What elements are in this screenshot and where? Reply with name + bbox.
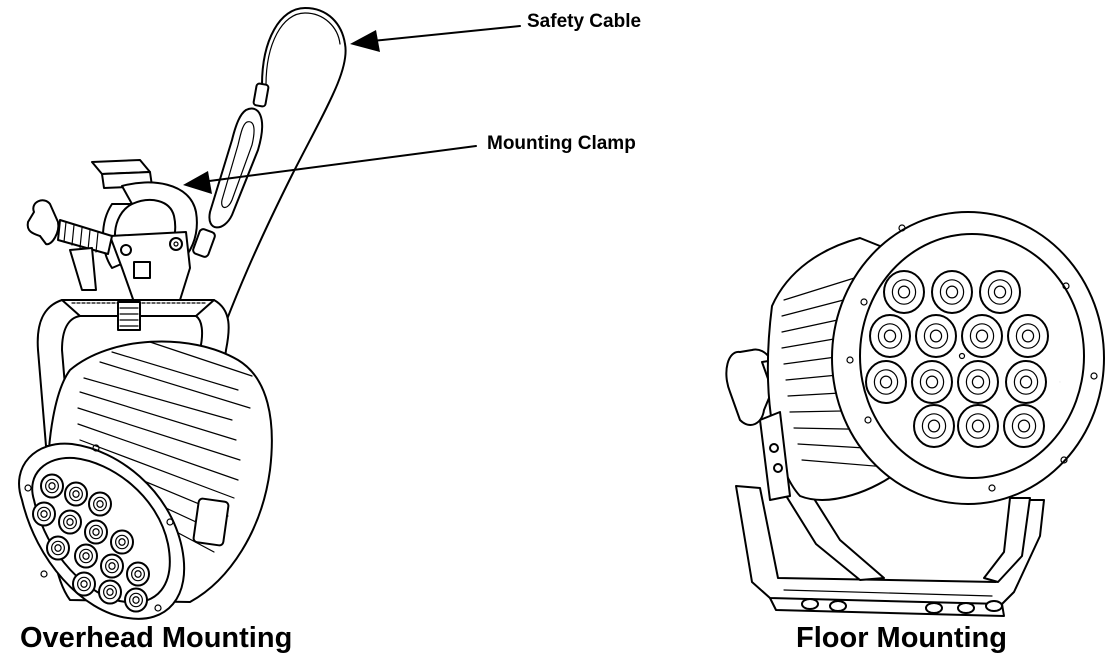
led-lens	[1003, 404, 1045, 448]
floor-mounting-caption: Floor Mounting	[796, 622, 1007, 654]
floor-led-array	[865, 270, 1062, 448]
led-lens	[915, 314, 957, 358]
led-lens	[957, 360, 999, 404]
safety-cable-arrow	[350, 25, 521, 52]
led-lens	[931, 270, 973, 314]
safety-cable	[207, 7, 347, 373]
mounting-clamp-label: Mounting Clamp	[487, 133, 636, 154]
led-lens	[911, 360, 953, 404]
overhead-mounting-caption: Overhead Mounting	[20, 622, 293, 654]
led-lens	[883, 270, 925, 314]
led-lens	[110, 529, 134, 555]
led-lens	[100, 553, 124, 579]
led-lens	[98, 579, 122, 605]
led-lens	[126, 561, 150, 587]
led-lens	[957, 404, 999, 448]
led-lens	[72, 571, 96, 597]
led-lens	[913, 404, 955, 448]
led-lens	[869, 314, 911, 358]
overhead-fixture-drawing	[18, 7, 347, 620]
floor-yoke	[735, 469, 1045, 617]
led-lens	[865, 360, 907, 404]
floor-fixture-drawing	[725, 211, 1105, 617]
led-lens	[32, 501, 56, 527]
led-lens	[74, 543, 98, 569]
floor-fixture-bezel	[831, 211, 1105, 505]
led-lens	[88, 491, 112, 517]
led-lens	[1005, 360, 1047, 404]
mounting-clamp-arrow	[183, 145, 477, 194]
led-lens	[64, 481, 88, 507]
led-lens	[1007, 314, 1049, 358]
wing-bolt	[26, 199, 113, 291]
overhead-led-array	[32, 473, 150, 613]
led-lens	[124, 587, 148, 613]
mounting-clamp	[91, 159, 198, 303]
led-lens	[46, 535, 70, 561]
led-lens	[40, 473, 64, 499]
led-lens	[58, 509, 82, 535]
led-lens	[961, 314, 1003, 358]
safety-cable-label: Safety Cable	[527, 11, 642, 32]
led-lens	[84, 519, 108, 545]
led-lens	[979, 270, 1021, 314]
